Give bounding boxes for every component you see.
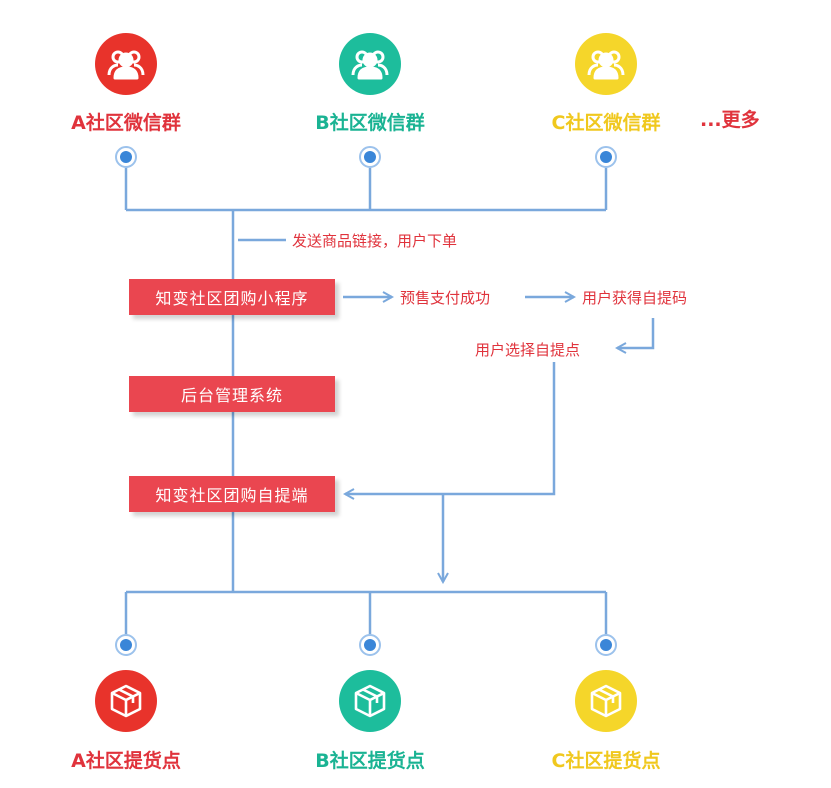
backend-label: 后台管理系统 (180, 386, 283, 405)
point-b-label: B社区提货点 (315, 750, 425, 772)
get-code-note: 用户获得自提码 (582, 289, 688, 307)
group-c-label: C社区微信群 (551, 112, 661, 134)
point-b-circle (339, 670, 401, 732)
group-b-label: B社区微信群 (315, 112, 425, 134)
package-icon (110, 684, 142, 718)
group-b-dot (359, 146, 381, 168)
group-c-circle (575, 33, 637, 95)
pickup-end-box: 知变社区团购自提端 (129, 476, 335, 512)
point-c-circle (575, 670, 637, 732)
arrow-to-choose (617, 318, 655, 348)
pickup-end-label: 知变社区团购自提端 (155, 486, 309, 505)
choose-point-note: 用户选择自提点 (475, 341, 581, 359)
users-icon (587, 50, 625, 80)
point-c-dot (595, 634, 617, 656)
group-a-label: A社区微信群 (71, 112, 181, 134)
arrow-to-pickup-end (345, 362, 556, 494)
mini-program-label: 知变社区团购小程序 (155, 289, 309, 308)
point-b-dot (359, 634, 381, 656)
point-a-label: A社区提货点 (71, 750, 181, 772)
more-label: ...更多 (700, 109, 760, 131)
group-a-dot (115, 146, 137, 168)
point-a-circle (95, 670, 157, 732)
group-a-circle (95, 33, 157, 95)
point-c-label: C社区提货点 (551, 750, 661, 772)
users-icon (351, 50, 389, 80)
package-icon (354, 684, 386, 718)
group-b-circle (339, 33, 401, 95)
package-icon (590, 684, 622, 718)
users-icon (107, 50, 145, 80)
backend-box: 后台管理系统 (129, 376, 335, 412)
group-c-dot (595, 146, 617, 168)
presale-paid-note: 预售支付成功 (400, 289, 491, 307)
send-link-note: 发送商品链接，用户下单 (292, 232, 458, 250)
point-a-dot (115, 634, 137, 656)
mini-program-box: 知变社区团购小程序 (129, 279, 335, 315)
